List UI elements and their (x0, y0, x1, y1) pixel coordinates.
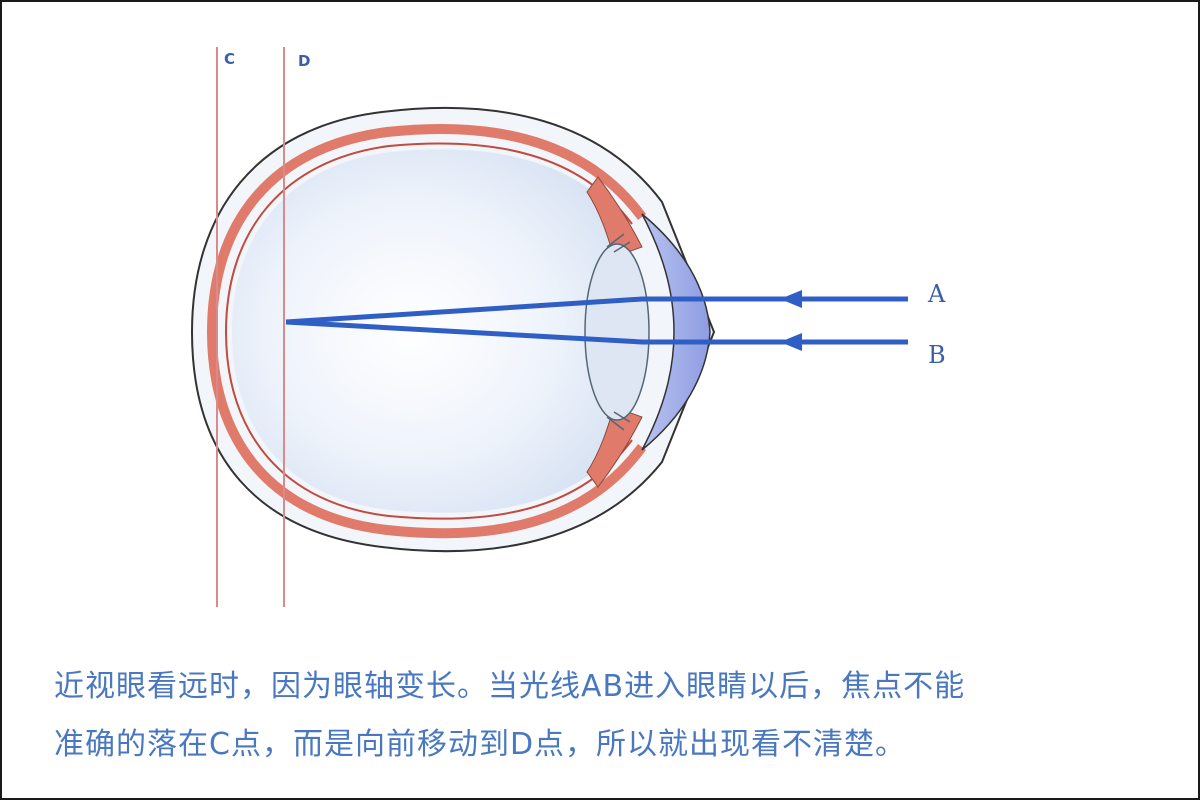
ray-a (285, 296, 908, 325)
choroid-layer (206, 123, 647, 539)
retina-layer (224, 142, 633, 520)
plane-c-label: C (224, 50, 235, 68)
ray-b-label: B (928, 341, 946, 369)
ray-a-arrowhead (780, 290, 802, 308)
ray-b-arrowhead (780, 333, 802, 351)
crystalline-lens (584, 243, 650, 421)
suspensory-ligament-bottom (606, 411, 631, 431)
ray-a-label: A (927, 280, 946, 308)
ray-b (285, 319, 908, 345)
caption-line-1: 近视眼看远时，因为眼轴变长。当光线AB进入眼睛以后，焦点不能 (54, 669, 966, 704)
caption-text: 近视眼看远时，因为眼轴变长。当光线AB进入眼睛以后，焦点不能 准确的落在C点，而… (54, 658, 1164, 774)
caption-line-2: 准确的落在C点，而是向前移动到D点，所以就出现看不清楚。 (54, 727, 907, 762)
plane-d-label: D (298, 52, 310, 70)
suspensory-ligament-top (606, 233, 631, 253)
myopia-eye-diagram: C D A B (190, 47, 946, 607)
